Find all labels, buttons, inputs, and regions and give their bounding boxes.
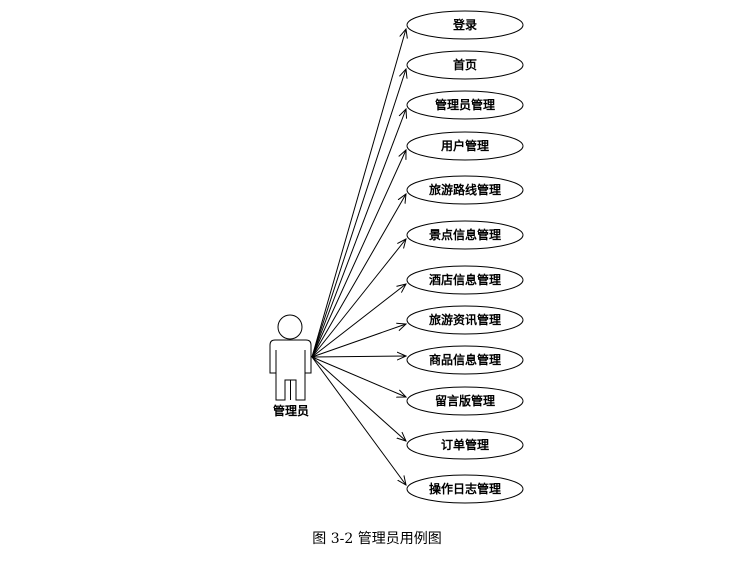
use-case[interactable]: 留言版管理 [406, 386, 524, 416]
association-line [311, 194, 406, 358]
use-case-label: 留言版管理 [435, 393, 495, 408]
use-case-label: 登录 [452, 17, 477, 32]
use-case-label: 管理员管理 [435, 97, 495, 112]
use-case-ellipse [406, 305, 524, 335]
association-line [311, 356, 406, 397]
use-case-list: 登录首页管理员管理用户管理旅游路线管理景点信息管理酒店信息管理旅游资讯管理商品信… [406, 10, 524, 504]
association-line [311, 29, 406, 358]
actor[interactable]: 管理员 [269, 314, 312, 418]
figure-caption: 图 3-2 管理员用例图 [312, 531, 442, 547]
use-case[interactable]: 旅游路线管理 [406, 175, 524, 205]
association-line [311, 324, 406, 358]
use-case[interactable]: 操作日志管理 [406, 474, 524, 504]
use-case-label: 商品信息管理 [429, 352, 501, 367]
use-case-ellipse [406, 175, 524, 205]
association-line [311, 239, 406, 358]
use-case-ellipse [406, 386, 524, 416]
use-case[interactable]: 景点信息管理 [406, 220, 524, 250]
use-case-ellipse [406, 131, 524, 161]
use-case-label: 旅游路线管理 [429, 182, 501, 197]
association-line [311, 150, 406, 358]
use-case-ellipse [406, 345, 524, 375]
use-case[interactable]: 登录 [406, 10, 524, 40]
actor-label: 管理员 [273, 403, 309, 418]
use-case-label: 旅游资讯管理 [429, 312, 501, 327]
association-line [311, 284, 406, 358]
association-line [311, 356, 406, 441]
use-case[interactable]: 首页 [406, 50, 524, 80]
use-case-label: 用户管理 [440, 138, 489, 153]
use-case-label: 首页 [453, 57, 477, 72]
use-case-label: 酒店信息管理 [429, 272, 501, 287]
use-case-ellipse [406, 90, 524, 120]
use-case-ellipse [406, 220, 524, 250]
association-line [311, 356, 406, 485]
use-case-label: 订单管理 [441, 437, 489, 452]
use-case[interactable]: 酒店信息管理 [406, 265, 524, 295]
association-lines [311, 29, 406, 485]
use-case[interactable]: 订单管理 [406, 430, 524, 460]
association-line [311, 356, 406, 357]
actor-head [277, 314, 303, 340]
use-case-ellipse [406, 430, 524, 460]
use-case-ellipse [406, 10, 524, 40]
actor-body [269, 339, 312, 401]
use-case-ellipse [406, 474, 524, 504]
use-case-ellipse [406, 265, 524, 295]
association-line [311, 69, 406, 358]
use-case-diagram: 管理员 登录首页管理员管理用户管理旅游路线管理景点信息管理酒店信息管理旅游资讯管… [269, 10, 524, 504]
use-case[interactable]: 用户管理 [406, 131, 524, 161]
use-case[interactable]: 商品信息管理 [406, 345, 524, 375]
association-line [311, 109, 406, 358]
use-case-label: 操作日志管理 [429, 481, 501, 496]
use-case-ellipse [406, 50, 524, 80]
use-case[interactable]: 旅游资讯管理 [406, 305, 524, 335]
use-case[interactable]: 管理员管理 [406, 90, 524, 120]
use-case-label: 景点信息管理 [429, 227, 501, 242]
